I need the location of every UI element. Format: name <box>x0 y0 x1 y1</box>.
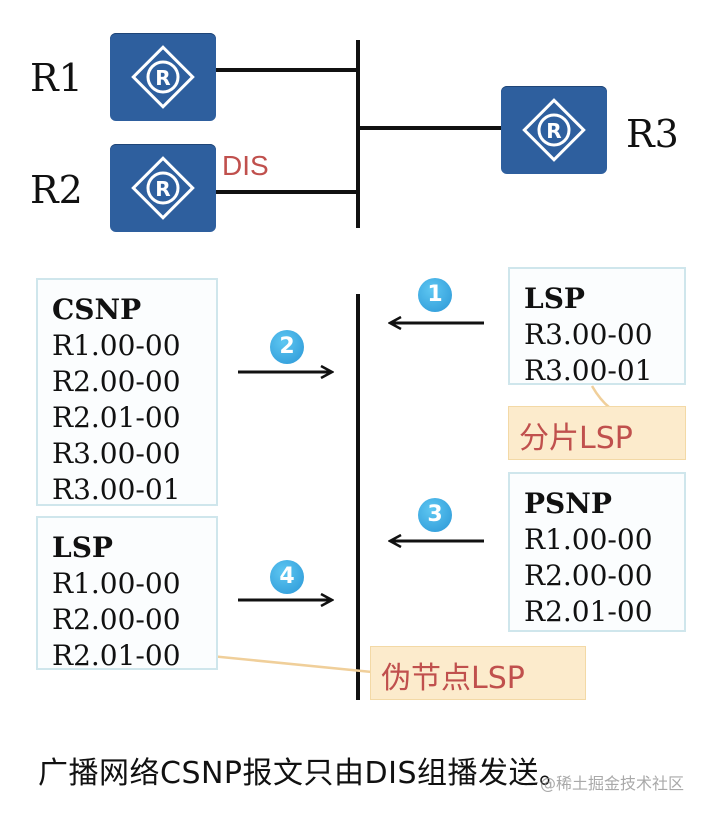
psnp-entry: R1.00-00 <box>524 523 653 556</box>
psnp-entry: R2.01-00 <box>524 595 653 628</box>
router-r-icon: R <box>131 45 195 109</box>
csnp-entry: R1.00-00 <box>52 329 181 362</box>
step-4-badge: 4 <box>270 560 304 594</box>
csnp-entry: R3.00-00 <box>52 437 181 470</box>
lsp-right-entry: R3.00-00 <box>524 318 653 351</box>
csnp-title: CSNP <box>52 293 142 326</box>
lsp-right-box: LSP R3.00-00 R3.00-01 <box>508 267 686 387</box>
router-r-icon: R <box>131 156 195 220</box>
csnp-entry: R2.01-00 <box>52 401 181 434</box>
csnp-box: CSNP R1.00-00 R2.00-00 R2.01-00 R3.00-00… <box>36 278 218 506</box>
router-r1[interactable]: R <box>110 33 216 121</box>
step-2-badge: 2 <box>270 330 304 364</box>
lsp-left-entry: R2.01-00 <box>52 639 181 672</box>
csnp-entry: R3.00-01 <box>52 473 181 506</box>
step-1-badge: 1 <box>418 278 452 312</box>
lsp-left-entry: R1.00-00 <box>52 567 181 600</box>
pseudonode-lsp-tag: 伪节点LSP <box>370 646 586 700</box>
lsp-right-entry: R3.00-01 <box>524 354 653 387</box>
dis-label: DIS <box>222 150 269 181</box>
lsp-left-box: LSP R1.00-00 R2.00-00 R2.01-00 <box>36 516 218 672</box>
r2-label: R2 <box>30 168 83 212</box>
svg-text:R: R <box>546 119 561 143</box>
svg-text:R: R <box>155 177 170 201</box>
fragment-lsp-tag: 分片LSP <box>508 406 686 460</box>
topology-links <box>215 40 502 228</box>
psnp-entry: R2.00-00 <box>524 559 653 592</box>
r3-label: R3 <box>626 112 679 156</box>
lsp-left-entry: R2.00-00 <box>52 603 181 636</box>
router-r-icon: R <box>522 98 586 162</box>
watermark: @稀土掘金技术社区 <box>539 774 684 793</box>
leader-fragment <box>590 385 611 409</box>
lsp-left-title: LSP <box>52 531 113 564</box>
lsp-right-title: LSP <box>524 282 585 315</box>
psnp-title: PSNP <box>524 487 612 520</box>
svg-text:R: R <box>155 66 170 90</box>
r1-label: R1 <box>30 56 83 100</box>
diagram-caption: 广播网络CSNP报文只由DIS组播发送。 <box>38 756 570 791</box>
router-r3[interactable]: R <box>501 86 607 174</box>
csnp-entry: R2.00-00 <box>52 365 181 398</box>
step-3-badge: 3 <box>418 498 452 532</box>
router-r2[interactable]: R <box>110 144 216 232</box>
psnp-box: PSNP R1.00-00 R2.00-00 R2.01-00 <box>508 472 686 632</box>
